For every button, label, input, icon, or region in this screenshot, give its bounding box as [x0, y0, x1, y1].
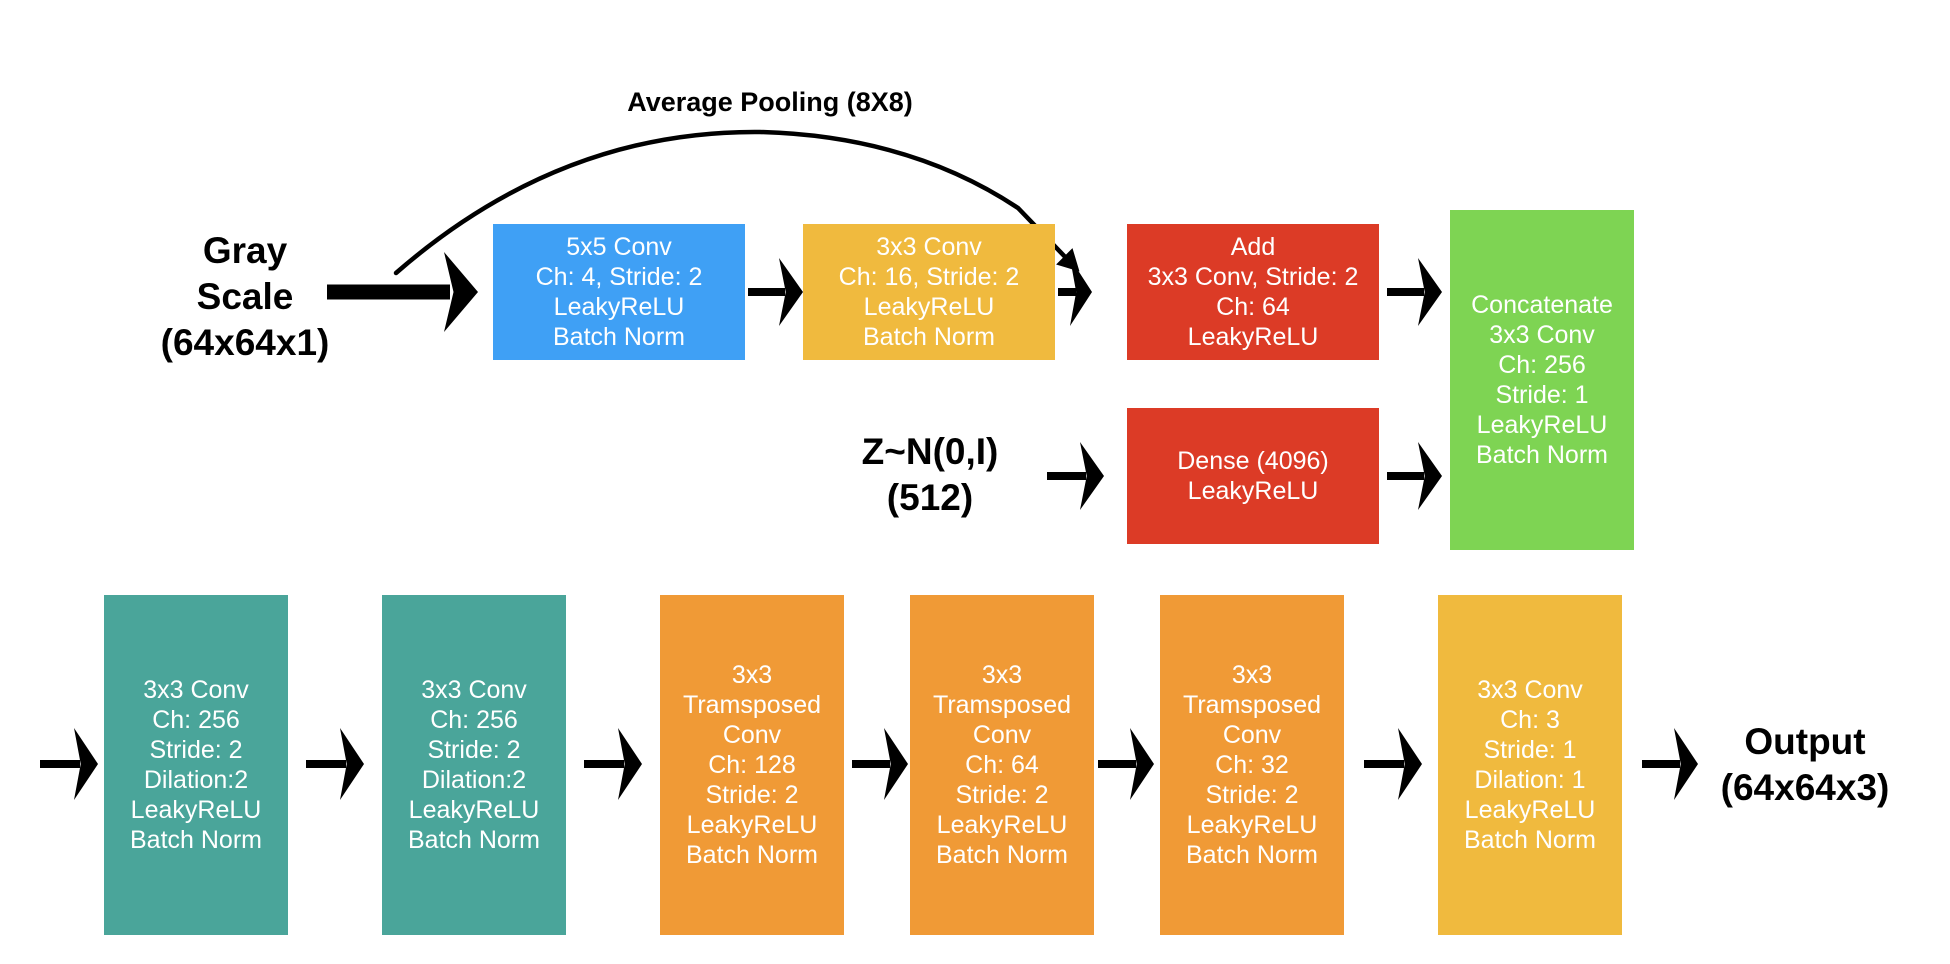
final-conv-block: 3x3 Conv Ch: 3 Stride: 1 Dilation: 1 Lea… [1438, 595, 1622, 935]
arrow-tconv-128-to-64 [852, 728, 908, 800]
arrow-noise-to-dense [1047, 442, 1104, 510]
add-conv-block: Add 3x3 Conv, Stride: 2 Ch: 64 LeakyReLU [1127, 224, 1379, 360]
arrow-add-to-concat [1387, 258, 1442, 326]
arrow-final-to-output [1642, 728, 1698, 800]
arrow-tconv-32-to-final [1364, 728, 1422, 800]
output-label: Output (64x64x3) [1720, 721, 1890, 808]
concatenate-block: Concatenate 3x3 Conv Ch: 256 Stride: 1 L… [1450, 210, 1634, 550]
arrow-dilated-2-to-tconv-128 [584, 728, 642, 800]
skip-connection-curve [393, 129, 1073, 276]
arrow-conv5-to-conv3 [748, 258, 803, 326]
arrow-dense-to-concat [1387, 442, 1442, 510]
dilated-conv-block-2: 3x3 Conv Ch: 256 Stride: 2 Dilation:2 Le… [382, 595, 566, 935]
input-label: Gray Scale (64x64x1) [160, 230, 330, 363]
arrow-tconv-64-to-32 [1098, 728, 1154, 800]
skip-connection-label: Average Pooling (8X8) [627, 86, 913, 117]
skip-connection-arrowhead [1056, 248, 1080, 272]
arrow-into-dilated-1 [40, 728, 98, 800]
arrow-dilated-1-to-2 [306, 728, 364, 800]
dilated-conv-block-1: 3x3 Conv Ch: 256 Stride: 2 Dilation:2 Le… [104, 595, 288, 935]
noise-input-label: Z~N(0,I) (512) [861, 431, 999, 518]
conv3x3-16-block: 3x3 Conv Ch: 16, Stride: 2 LeakyReLU Bat… [803, 224, 1055, 360]
transposed-conv-block-128: 3x3 Tramsposed Conv Ch: 128 Stride: 2 Le… [660, 595, 844, 935]
input-arrow [327, 252, 478, 332]
dense-block: Dense (4096) LeakyReLU [1127, 408, 1379, 544]
transposed-conv-block-32: 3x3 Tramsposed Conv Ch: 32 Stride: 2 Lea… [1160, 595, 1344, 935]
conv5x5-block: 5x5 Conv Ch: 4, Stride: 2 LeakyReLU Batc… [493, 224, 745, 360]
transposed-conv-block-64: 3x3 Tramsposed Conv Ch: 64 Stride: 2 Lea… [910, 595, 1094, 935]
arrow-conv3-to-add [1058, 258, 1092, 326]
